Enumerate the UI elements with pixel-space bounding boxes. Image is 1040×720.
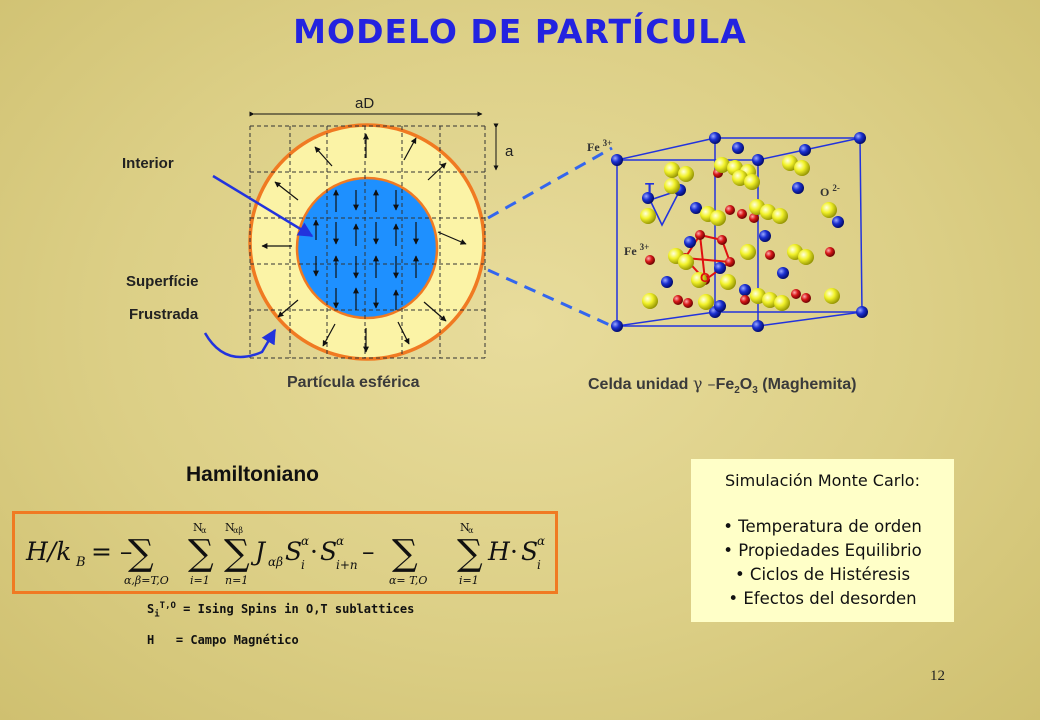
monte-carlo-box: Simulación Monte Carlo: • Temperatura de… <box>691 459 954 622</box>
monte-carlo-item: • Temperatura de orden <box>723 517 922 536</box>
core-circle <box>295 176 439 320</box>
svg-text:= –: = – <box>91 537 132 566</box>
projection-line-bottom <box>487 268 613 328</box>
label-dim-aD: aD <box>355 95 375 112</box>
svg-text:n=1: n=1 <box>225 574 248 587</box>
label-site-t: T <box>645 180 655 197</box>
svg-text:∑: ∑ <box>457 533 483 574</box>
svg-text:H/k: H/k <box>25 537 71 566</box>
svg-text:∑: ∑ <box>392 533 418 574</box>
page-number: 12 <box>930 668 945 684</box>
svg-text:α= T,O: α= T,O <box>389 574 427 587</box>
monte-carlo-item: • Propiedades Equilibrio <box>723 541 922 560</box>
svg-text:i=1: i=1 <box>190 574 210 587</box>
lattice-grid <box>249 125 486 359</box>
svg-text:J: J <box>250 537 267 566</box>
caption-unit-cell: Celda unidad γ –Fe2O3 (Maghemita) <box>588 374 857 397</box>
svg-text:α: α <box>201 526 207 535</box>
surface-pointer-arrow <box>203 328 277 359</box>
label-site-o: O <box>700 270 711 285</box>
slide-title: MODELO DE PARTÍCULA <box>293 12 747 51</box>
monte-carlo-item: • Efectos del desorden <box>728 589 917 608</box>
svg-text:αβ: αβ <box>268 555 283 569</box>
label-superficie: Superfície <box>126 273 199 290</box>
svg-text:H: H <box>487 537 511 566</box>
svg-text:α: α <box>537 534 545 548</box>
interior-pointer-arrow <box>212 174 314 238</box>
hamiltonian-formula-box <box>12 511 558 594</box>
svg-text:N: N <box>193 521 203 534</box>
svg-text:αβ: αβ <box>233 526 243 535</box>
svg-text:α: α <box>336 534 344 548</box>
monte-carlo-title: Simulación Monte Carlo: <box>725 471 920 490</box>
svg-text:S: S <box>285 537 302 566</box>
label-oxygen: O 2- <box>820 183 840 199</box>
legend-ising-spins: SiT,O = Ising Spins in O,T sublattices <box>147 601 415 620</box>
core-spins <box>313 189 419 310</box>
caption-particle: Partícula esférica <box>287 374 420 391</box>
unit-cell-atoms <box>611 132 868 332</box>
svg-text:α: α <box>301 534 309 548</box>
svg-text:N: N <box>225 521 235 534</box>
svg-text:·: · <box>310 537 318 566</box>
svg-text:i: i <box>537 558 541 572</box>
svg-text:∑: ∑ <box>188 533 214 574</box>
svg-text:∑: ∑ <box>128 533 154 574</box>
label-dim-a: a <box>505 143 514 160</box>
svg-text:i=1: i=1 <box>459 574 479 587</box>
legend-magnetic-field: H = Campo Magnético <box>147 633 299 647</box>
svg-text:·: · <box>510 537 518 566</box>
hamiltonian-title: Hamiltoniano <box>186 463 320 486</box>
svg-text:i: i <box>301 558 305 572</box>
svg-text:α: α <box>468 526 474 535</box>
svg-text:B: B <box>75 555 86 570</box>
tetrahedral-bonds <box>649 188 682 227</box>
svg-text:S: S <box>521 537 538 566</box>
svg-text:i+n: i+n <box>336 558 358 572</box>
svg-text:∑: ∑ <box>224 533 250 574</box>
label-fe-mid: Fe 3+ <box>624 242 650 258</box>
monte-carlo-item: • Ciclos de Histéresis <box>734 565 911 584</box>
svg-text:S: S <box>320 537 337 566</box>
svg-text:–: – <box>362 537 375 566</box>
surface-spins <box>261 133 467 353</box>
svg-text:N: N <box>460 521 470 534</box>
projection-line-top <box>487 146 613 220</box>
svg-text:α,β=T,O: α,β=T,O <box>124 574 169 587</box>
label-fe-top: Fe 3+ <box>587 138 613 154</box>
label-interior: Interior <box>122 155 174 172</box>
monte-carlo-list: • Temperatura de orden • Propiedades Equ… <box>691 515 954 611</box>
label-frustrada: Frustrada <box>129 306 199 323</box>
hamiltonian-formula: H/k B = – ∑ α,β=T,O ∑ Nα i=1 ∑ Nαβ n=1 J… <box>25 521 545 587</box>
